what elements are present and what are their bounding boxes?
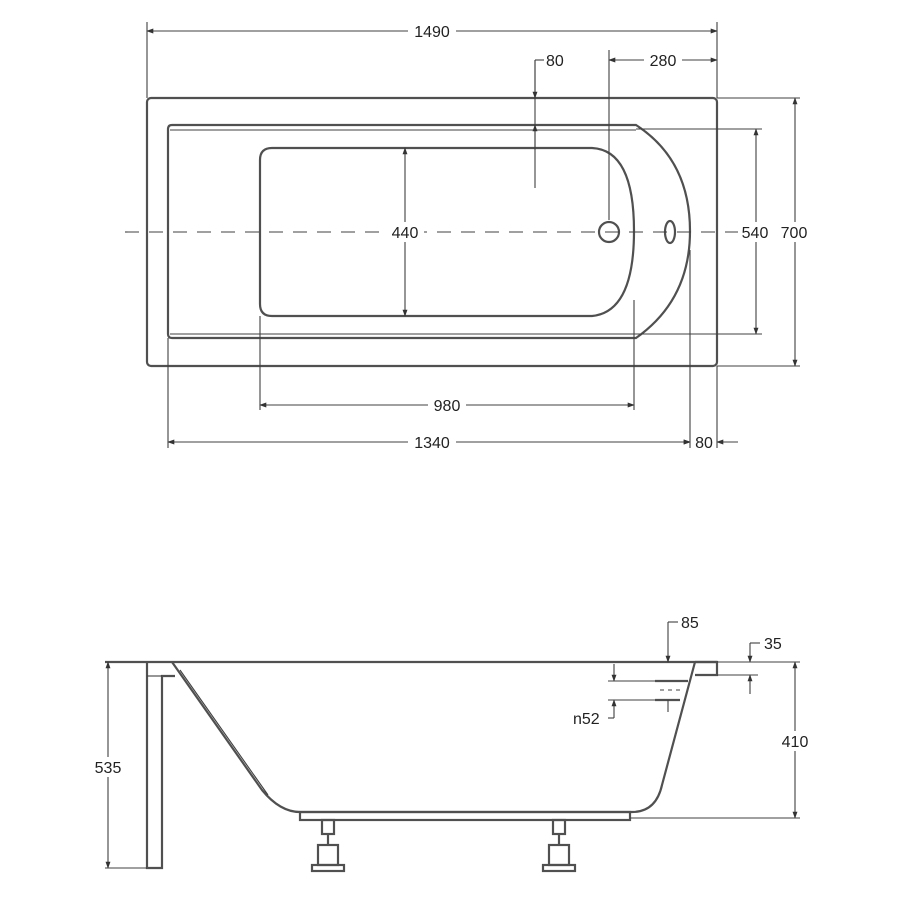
dim-rim-thickness: 35 (764, 636, 782, 653)
support-leg-right (541, 818, 577, 873)
support-frame (298, 810, 632, 822)
dim-overflow-offset: 85 (681, 615, 699, 632)
tub-outer-rim (145, 96, 719, 368)
dim-overall-length: 1490 (414, 24, 450, 41)
dim-end-rim: 80 (695, 435, 713, 452)
dim-inner-length: 1340 (414, 435, 450, 452)
dim-overall-width: 700 (781, 225, 808, 242)
dim-total-height: 535 (95, 760, 122, 777)
side-view: 535 410 35 85 n52 (88, 615, 813, 873)
dim-rim-to-center: 80 (546, 53, 564, 70)
dim-bottom-width: 440 (392, 225, 419, 242)
front-apron-panel (145, 662, 175, 870)
dim-depth: 410 (782, 734, 809, 751)
dim-drain-offset: 280 (650, 53, 677, 70)
support-leg-left (310, 818, 346, 873)
tub-bottom-area (258, 146, 636, 318)
dim-bottom-length: 980 (434, 398, 461, 415)
dim-overflow-diameter: n52 (573, 711, 600, 728)
tub-end-rim (695, 660, 719, 677)
tub-body-profile (171, 661, 697, 814)
plan-view: 1490 80 280 700 540 440 980 (125, 20, 811, 452)
tub-inner-basin (166, 123, 692, 340)
dim-inner-width: 540 (742, 225, 769, 242)
